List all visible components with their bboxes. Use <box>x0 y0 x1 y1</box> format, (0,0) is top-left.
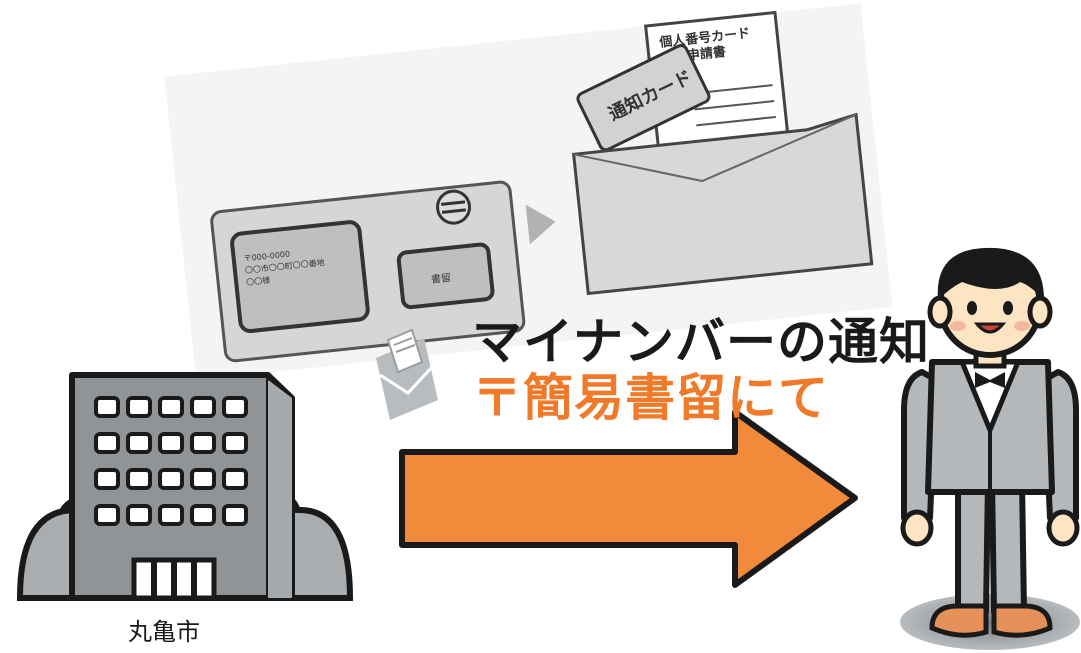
stamp-circle-icon <box>436 189 472 225</box>
envelope-with-card: 個人番号カード 交付申請書 通知カード <box>572 10 874 296</box>
envelope-letter-icon <box>376 328 438 420</box>
mailer-postcard: 〒000-0000 〇〇市〇〇町〇〇番地 〇〇様 書留 <box>210 180 526 363</box>
office-building-icon <box>16 372 354 601</box>
sender-label: 丸亀市 <box>128 618 200 646</box>
building-entrance <box>131 557 217 601</box>
headline-line2: 〒簡易書留にて <box>472 369 829 427</box>
person-shadow <box>900 594 1080 650</box>
notification-photo: 〒000-0000 〇〇市〇〇町〇〇番地 〇〇様 書留 個人番号カード 交付申請… <box>164 3 893 380</box>
headline-line1: マイナンバーの通知 <box>472 313 930 371</box>
mailer-button-label: 書留 <box>430 271 451 286</box>
notification-card: 通知カード <box>576 43 711 152</box>
delivery-arrow <box>399 409 858 588</box>
recipient-person-icon <box>900 247 1080 650</box>
envelope-body <box>572 112 874 296</box>
building-windows <box>94 396 248 526</box>
next-arrow-icon <box>525 204 556 245</box>
